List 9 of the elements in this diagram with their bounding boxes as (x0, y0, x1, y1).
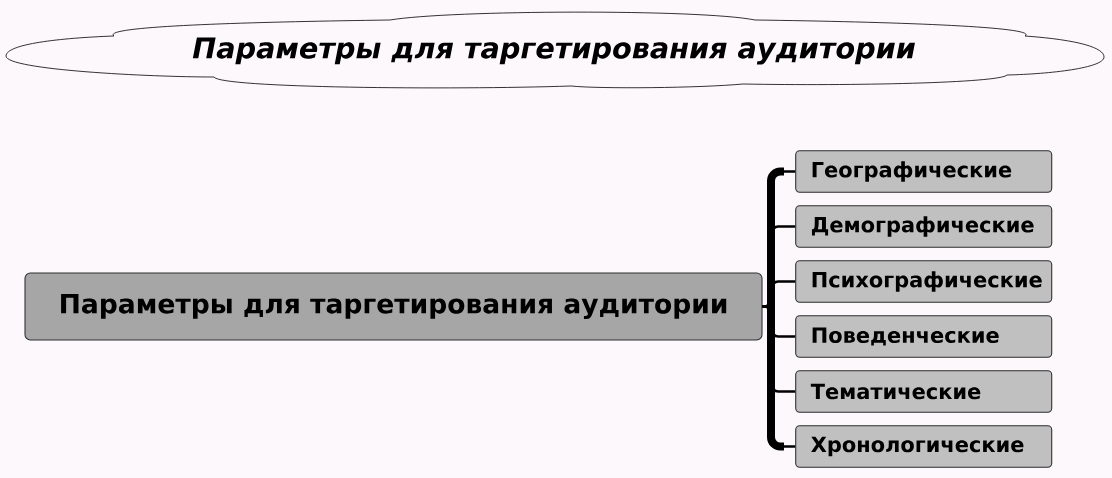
category-box: Хронологические (795, 425, 1053, 468)
category-box: Психографические (795, 260, 1053, 303)
category-box: Географические (795, 150, 1053, 193)
category-box: Демографические (795, 205, 1053, 248)
connector-line (762, 305, 796, 448)
topic-box: Параметры для таргетирования аудитории (24, 272, 763, 341)
category-box: Поведенческие (795, 315, 1053, 358)
category-box: Тематические (795, 370, 1053, 413)
cloud-banner: Параметры для таргетирования аудитории (5, 11, 1105, 89)
